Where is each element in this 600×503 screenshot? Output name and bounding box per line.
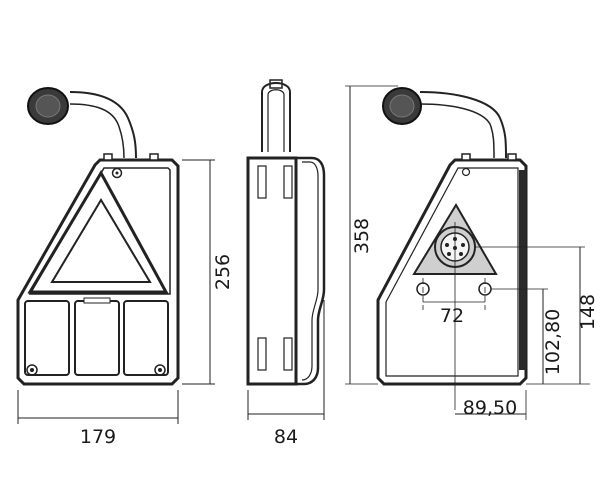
side-view <box>246 79 326 420</box>
front-height-dimension <box>182 159 215 385</box>
rear-view <box>345 85 590 420</box>
front-height-label: 256 <box>212 254 234 290</box>
socket-offset-label: 89,50 <box>463 397 517 419</box>
socket-height-label: 102,80 <box>542 309 564 375</box>
front-view <box>16 87 215 424</box>
lamp-window-left <box>24 300 70 376</box>
lamp-window-center <box>74 300 120 376</box>
bolt-height-label: 148 <box>577 294 599 330</box>
side-depth-dimension <box>247 300 325 420</box>
side-housing <box>246 156 298 386</box>
front-width-dimension <box>17 390 179 424</box>
rear-marker-light <box>382 87 507 159</box>
rear-housing <box>376 158 528 386</box>
side-depth-label: 84 <box>274 426 298 448</box>
rear-height-label: 358 <box>351 218 373 254</box>
lamp-window-right <box>123 300 169 376</box>
front-width-label: 179 <box>80 426 116 448</box>
bolt-spacing-label: 72 <box>440 305 464 327</box>
front-marker-light <box>27 87 137 159</box>
rear-side-strip <box>519 170 526 370</box>
triangle-reflector <box>27 169 169 294</box>
front-housing <box>16 158 180 386</box>
